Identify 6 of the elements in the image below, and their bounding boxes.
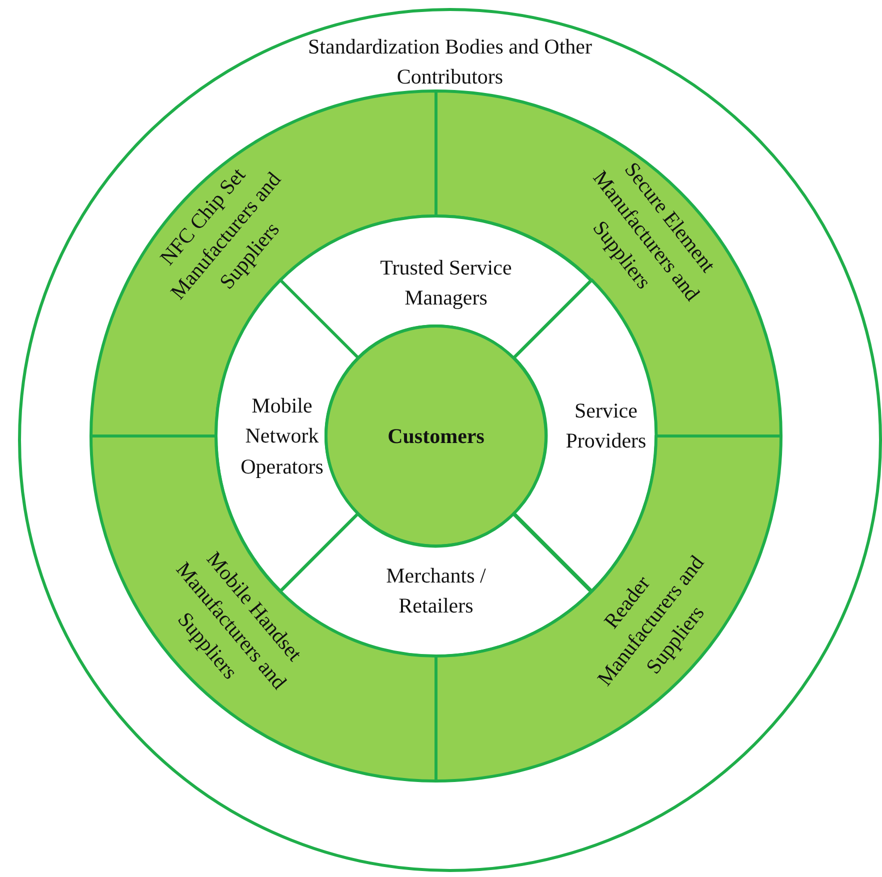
segment-label: Trusted Service Managers [379, 254, 513, 312]
segment-label: Mobile Network Operators [240, 392, 324, 480]
segment-label: Service Providers [564, 398, 648, 455]
segment-label: Merchants / Retailers [385, 562, 487, 620]
circle-label: Standardization Bodies and Other Contributors [306, 34, 593, 91]
center-label: Customers [386, 422, 486, 450]
